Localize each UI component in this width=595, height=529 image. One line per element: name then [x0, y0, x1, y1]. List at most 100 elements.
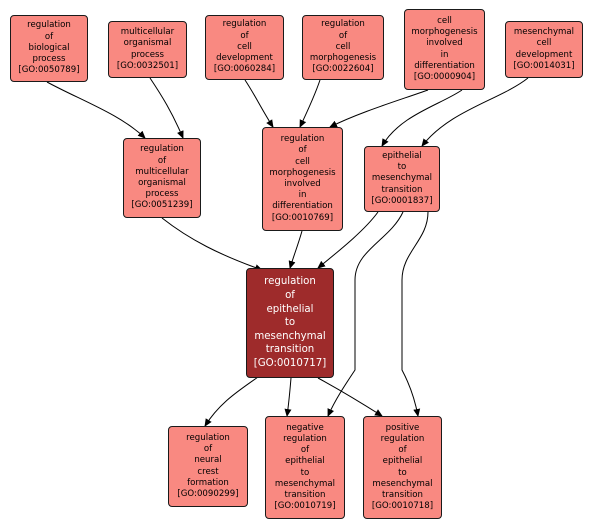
- go-term-label-line: to: [300, 467, 310, 478]
- go-term-id: [GO:0010719]: [274, 501, 336, 512]
- go-term-label-line: organismal: [138, 178, 186, 188]
- edge-0001837-0010718: [401, 211, 429, 417]
- go-term-label-line: negative: [286, 422, 324, 433]
- go-term-id: [GO:0060284]: [213, 64, 276, 75]
- edge-0000904-0010769: [329, 89, 429, 128]
- go-term-label-line: mesenchymal: [371, 173, 433, 184]
- go-term-label-line: of: [285, 290, 295, 302]
- go-term-label-line: of: [157, 155, 167, 166]
- go-term-label-line: epithelial: [285, 456, 325, 467]
- go-term-id: [GO:0032501]: [116, 60, 179, 71]
- go-term-label-line: epithelial: [266, 303, 314, 315]
- go-term-label-line: regulation: [140, 144, 184, 155]
- edge-0010717-0010718: [317, 377, 383, 417]
- edge-0010717-0090299: [204, 376, 259, 427]
- go-term-label-line: cell: [536, 38, 552, 49]
- go-term-label-line: mesenchymal: [513, 27, 575, 38]
- go-term-label-line: regulation: [222, 19, 267, 30]
- go-term-id: [GO:0000904]: [413, 71, 476, 82]
- go-term-label-line: mesenchymal: [254, 330, 326, 342]
- go-term-label-line: of: [398, 445, 407, 456]
- edge-0001837-0010719: [327, 211, 404, 417]
- go-term-label-line: morphogenesis: [411, 27, 478, 38]
- go-term-label-line: of: [44, 31, 54, 42]
- go-term-label-line: neural: [194, 455, 222, 466]
- edge-0022604-0010769: [299, 79, 321, 128]
- go-term-label-line: epithelial: [382, 456, 423, 467]
- go-term-label-line: process: [130, 49, 165, 60]
- go-term-label-line: to: [397, 162, 407, 173]
- go-term-label-line: of: [300, 445, 310, 456]
- go-term-label-line: of: [298, 145, 307, 156]
- go-term-label-line: regulation: [27, 20, 71, 31]
- edge-0001837-0010717: [317, 211, 379, 269]
- go-term-id: [GO:0014031]: [513, 60, 575, 71]
- go-term-label-line: involved: [284, 179, 321, 189]
- go-term-label-line: cell: [237, 41, 252, 52]
- go-term-label-line: regulation: [380, 433, 425, 444]
- go-term-label-line: cell: [335, 41, 351, 52]
- go-term-label-line: regulation: [186, 432, 230, 443]
- go-term-label-line: transition: [265, 344, 315, 356]
- go-term-label-line: to: [284, 317, 296, 329]
- go-term-label-line: regulation: [321, 19, 365, 30]
- go-term-id: [GO:0010769]: [271, 212, 334, 223]
- edge-0014031-0001837: [421, 77, 529, 147]
- go-term-label-line: differentiation: [272, 201, 333, 212]
- go-term-label-line: multicellular: [135, 166, 189, 177]
- go-term-id: [GO:0022604]: [312, 64, 374, 75]
- go-term-label-line: involved: [426, 38, 463, 49]
- go-term-label-line: morphogenesis: [269, 167, 336, 178]
- go-term-label-line: organismal: [123, 38, 172, 49]
- go-term-label-line: differentiation: [414, 60, 475, 71]
- edge-0060284-0010769: [244, 79, 274, 128]
- go-term-label-line: regulation: [264, 276, 316, 288]
- go-term-label-line: biological: [28, 42, 70, 53]
- go-term-label-line: development: [216, 53, 273, 64]
- go-term-id: [GO:0010718]: [371, 501, 434, 512]
- go-term-id: [GO:0051239]: [131, 200, 193, 211]
- edge-0010769-0010717: [288, 230, 303, 269]
- go-term-label-line: epithelial: [382, 150, 422, 161]
- go-term-label-line: transition: [284, 489, 326, 500]
- edge-0000904-0001837: [381, 89, 463, 147]
- go-term-label-line: transition: [381, 184, 423, 195]
- go-term-label-line: transition: [382, 489, 423, 500]
- go-term-id: [GO:0010717]: [253, 357, 327, 369]
- go-term-label-line: crest: [197, 466, 219, 477]
- go-term-label-line: formation: [187, 477, 229, 488]
- go-term-label-line: process: [145, 189, 179, 200]
- edge-0050789-0051239: [46, 81, 146, 139]
- go-term-label-line: mesenchymal: [372, 478, 433, 489]
- go-term-label-line: in: [440, 49, 449, 60]
- go-term-label-line: of: [203, 444, 213, 455]
- edge-0010717-0010719: [284, 377, 292, 417]
- edge-0032501-0051239: [149, 77, 184, 139]
- go-term-label-line: of: [240, 30, 249, 41]
- go-term-label-line: mesenchymal: [274, 478, 336, 489]
- go-term-label-line: to: [398, 467, 407, 478]
- go-term-id: [GO:0001837]: [371, 195, 433, 206]
- go-term-label-line: regulation: [280, 134, 325, 145]
- go-term-label-line: regulation: [283, 433, 327, 444]
- go-term-label-line: development: [515, 49, 573, 60]
- go-term-label-line: positive: [385, 422, 420, 433]
- go-term-label-line: morphogenesis: [309, 53, 377, 64]
- edge-0051239-0010717: [161, 217, 263, 271]
- go-term-label-line: multicellular: [120, 27, 175, 38]
